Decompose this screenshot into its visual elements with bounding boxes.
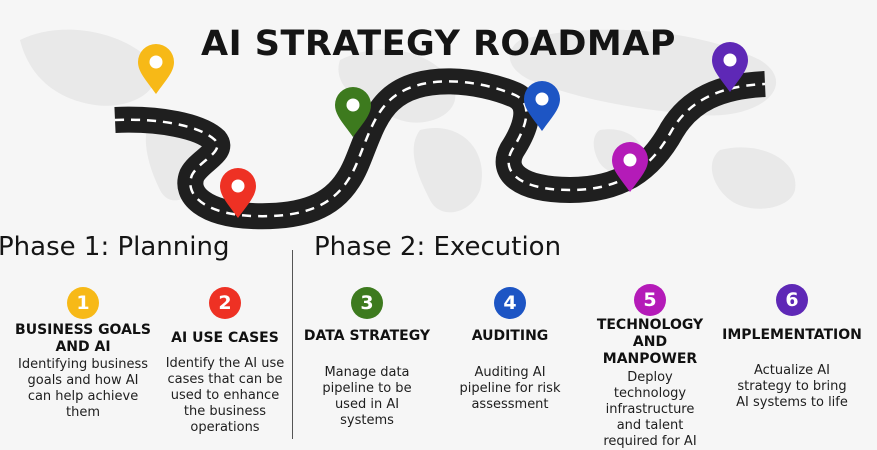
step-6-description: Actualize AI strategy to bring AI system…	[736, 363, 848, 410]
step-5-description: Deploy technology infrastructure and tal…	[603, 370, 697, 449]
step-5: 5 TECHNOLOGY AND MANPOWER Deploy technol…	[579, 284, 721, 450]
phase-1-label: Phase 1: Planning	[0, 232, 230, 262]
step-2-number-badge: 2	[209, 287, 241, 319]
step-3-heading: DATA STRATEGY	[303, 328, 431, 344]
pin-4-icon	[524, 81, 560, 131]
step-2-heading: AI USE CASES	[171, 330, 279, 346]
step-2-description: Identify the AI use cases that can be us…	[165, 356, 285, 435]
roadmap-illustration	[20, 29, 796, 230]
step-4-heading: AUDITING	[471, 328, 549, 344]
step-4-description: Auditing AI pipeline for risk assessment	[459, 365, 561, 412]
step-4: 4 AUDITING Auditing AI pipeline for risk…	[450, 287, 570, 413]
step-3-description: Manage data pipeline to be used in AI sy…	[322, 365, 412, 428]
pin-5-icon	[612, 142, 648, 192]
step-4-number-badge: 4	[494, 287, 526, 319]
step-3: 3 DATA STRATEGY Manage data pipeline to …	[300, 287, 434, 429]
phase-divider	[292, 250, 293, 439]
step-1-number-badge: 1	[67, 287, 99, 319]
map-pins	[138, 42, 748, 218]
step-5-number-badge: 5	[634, 284, 666, 316]
step-6: 6 IMPLEMENTATION Actualize AI strategy t…	[722, 284, 862, 411]
page-title: AI STRATEGY ROADMAP	[201, 24, 676, 64]
pin-6-icon	[712, 42, 748, 92]
step-6-heading: IMPLEMENTATION	[722, 327, 862, 343]
pin-3-icon	[335, 87, 371, 137]
phase-2-label: Phase 2: Execution	[314, 232, 562, 262]
step-1: 1 BUSINESS GOALS AND AI Identifying busi…	[14, 287, 152, 421]
pin-2-icon	[220, 168, 256, 218]
step-3-number-badge: 3	[351, 287, 383, 319]
step-5-heading: TECHNOLOGY AND MANPOWER	[596, 317, 704, 367]
pin-1-icon	[138, 44, 174, 94]
step-2: 2 AI USE CASES Identify the AI use cases…	[161, 287, 289, 436]
step-1-description: Identifying business goals and how AI ca…	[18, 357, 148, 420]
step-1-heading: BUSINESS GOALS AND AI	[15, 322, 151, 355]
step-6-number-badge: 6	[776, 284, 808, 316]
